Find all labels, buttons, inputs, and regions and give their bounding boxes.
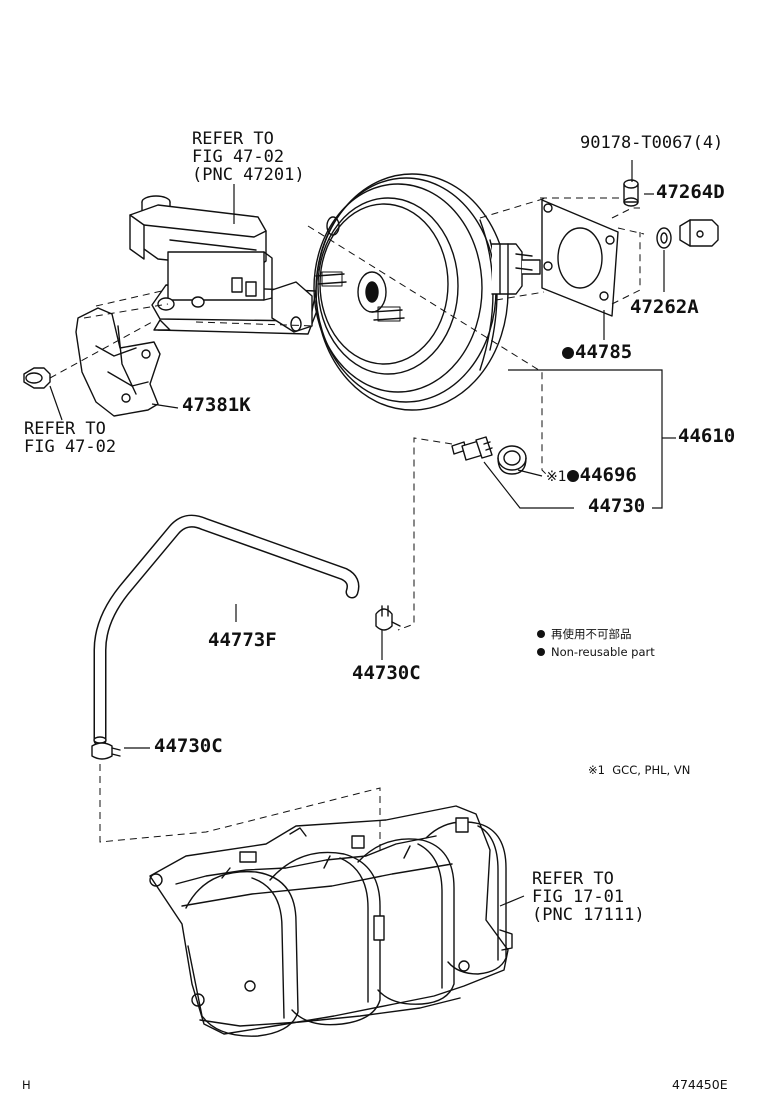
- bracket-nut-drawing: [23, 367, 51, 389]
- brake-booster-drawing: [313, 173, 541, 411]
- non-reusable-dot-icon: [537, 630, 545, 638]
- vacuum-hose-drawing: [93, 514, 360, 747]
- label-check-valve: 44730: [588, 495, 646, 517]
- non-reusable-dot-icon: [566, 470, 579, 482]
- label-bracket-part: 47381K: [182, 394, 251, 416]
- non-reusable-dot-icon: [562, 347, 574, 359]
- lower-clamp-drawing: [91, 742, 121, 760]
- clevis-pin-drawing: [656, 227, 672, 249]
- intake-manifold-drawing: [149, 805, 513, 1037]
- legend-line-en: Non-reusable part: [537, 645, 655, 659]
- label-clevis-pin: 47262A: [630, 296, 699, 318]
- label-vacuum-hose: 44773F: [208, 629, 277, 651]
- non-reusable-dot-icon: [537, 648, 545, 656]
- footer-illustration-id: 474450E: [672, 1077, 728, 1092]
- label-gasket: 44785: [562, 343, 632, 362]
- label-clamp-lower: 44730C: [154, 735, 223, 757]
- bracket-drawing: [75, 307, 161, 417]
- label-clamp-upper: 44730C: [352, 662, 421, 684]
- check-valve-drawing: [451, 436, 493, 461]
- legend-line-jp: 再使用不可部品: [537, 627, 632, 641]
- footer-left: H: [22, 1078, 31, 1092]
- nut-drawing: [623, 179, 639, 207]
- clevis-drawing: [679, 219, 719, 247]
- master-cylinder-drawing: [129, 195, 319, 335]
- label-nut: 90178-T0067(4): [580, 133, 724, 153]
- label-booster-assy: 44610: [678, 425, 736, 447]
- grommet-drawing: [497, 445, 527, 475]
- label-clevis: 47264D: [656, 181, 725, 203]
- upper-clamp-drawing: [375, 605, 401, 631]
- assembly-dashed-lines: [49, 197, 645, 850]
- leader-lines: [49, 160, 676, 907]
- legend-note: ※1 GCC, PHL, VN: [588, 763, 691, 777]
- gasket-drawing: [541, 199, 619, 317]
